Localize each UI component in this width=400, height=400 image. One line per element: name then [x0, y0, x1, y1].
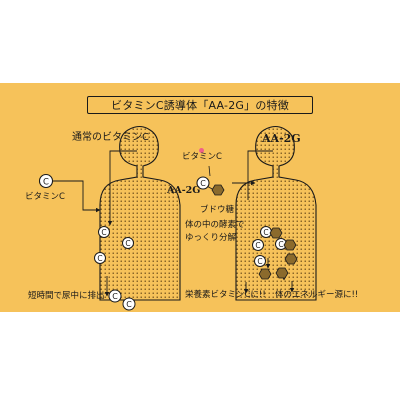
svg-text:C: C — [125, 239, 130, 248]
glucose-hexagon — [283, 239, 297, 251]
enzyme-label-line2: ゆっくり分解 — [185, 233, 237, 243]
glucose-hexagon — [258, 268, 272, 280]
left-body — [99, 125, 181, 301]
svg-text:C: C — [263, 228, 268, 237]
diagram-title: ビタミンC誘導体「AA-2G」の特徴 — [87, 96, 313, 114]
energy-label: 体のエネルギー源に!! — [275, 290, 359, 300]
diagram-title-text: ビタミンC誘導体「AA-2G」の特徴 — [111, 99, 289, 112]
vitamin-c-molecule: C — [122, 297, 136, 311]
aa2g-in-body: C — [260, 226, 283, 239]
svg-text:C: C — [278, 240, 283, 249]
vitamin-c-molecule: C — [252, 239, 264, 251]
left-heading: 通常のビタミンC — [72, 132, 149, 143]
left-vitamin-label: ビタミンC — [25, 192, 65, 202]
svg-text:C: C — [255, 241, 260, 250]
nutrient-label: 栄養素ビタミンCに!! — [185, 290, 266, 300]
svg-text:C: C — [112, 292, 118, 301]
right-digestive-path — [247, 150, 273, 200]
glucose-hexagon — [269, 227, 283, 239]
right-heading: AA-2G — [262, 132, 301, 145]
vitamin-c-molecule: C — [254, 255, 266, 267]
compound-label: AA-2G — [167, 185, 201, 196]
vitamin-c-molecule: C — [94, 252, 106, 264]
vitamin-c-molecule: C — [38, 173, 54, 189]
left-excretion-label: 短時間で尿中に排出 — [28, 291, 105, 301]
glucose-label: ブドウ糖 — [200, 205, 235, 215]
right-vitamin-label: ビタミンC — [182, 152, 222, 162]
svg-text:C: C — [200, 179, 206, 188]
vitamin-c-molecule: C — [122, 237, 134, 249]
vitamin-c-molecule: C — [98, 226, 110, 238]
aa2g-in-body: C — [275, 238, 297, 251]
glucose-hexagon — [275, 267, 289, 279]
vitamin-c-molecule: C — [108, 289, 122, 303]
aa2g-compound: C — [196, 165, 225, 196]
background-panel — [0, 83, 400, 312]
accent-dot — [199, 148, 204, 153]
enzyme-label-line1: 体の中の酵素で — [185, 220, 245, 230]
svg-text:C: C — [126, 300, 132, 309]
glucose-hexagon — [284, 253, 298, 265]
left-intake-arrow — [52, 180, 101, 213]
svg-text:C: C — [257, 257, 262, 266]
glucose-hexagon — [211, 184, 225, 196]
svg-text:C: C — [101, 228, 106, 237]
svg-text:C: C — [97, 254, 102, 263]
left-digestive-path — [109, 150, 137, 214]
svg-text:C: C — [43, 178, 49, 188]
